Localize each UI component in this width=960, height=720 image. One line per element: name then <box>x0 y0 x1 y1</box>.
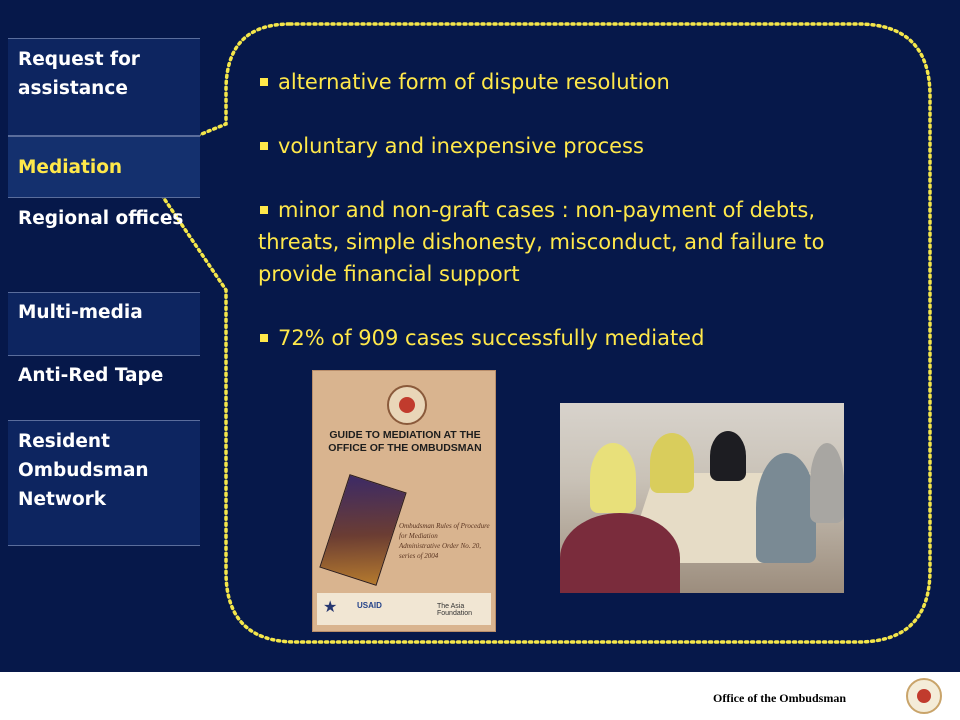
square-bullet-icon <box>260 205 268 214</box>
sidebar-item-label: Mediation <box>18 157 123 178</box>
sidebar-item-label: Regional offices <box>18 208 184 229</box>
sidebar-item-multi-media[interactable]: Multi-media <box>8 292 200 356</box>
sidebar-item-request-for-assistance[interactable]: Request for assistance <box>8 38 200 136</box>
ombudsman-seal-icon <box>387 385 427 425</box>
booklet-illustration <box>319 474 407 586</box>
book-subtitle: Ombudsman Rules of Procedure for Mediati… <box>399 521 493 561</box>
list-item: minor and non-graft cases : non-payment … <box>258 194 878 290</box>
person-figure <box>590 443 636 513</box>
sidebar-item-label: Request for assistance <box>18 49 140 99</box>
footer-organization: Office of the Ombudsman <box>713 691 846 705</box>
square-bullet-icon <box>260 333 268 342</box>
ombudsman-seal-icon <box>906 678 942 714</box>
sidebar-item-resident-ombudsman-network[interactable]: Resident Ombudsman Network <box>8 420 200 546</box>
sidebar-item-anti-red-tape[interactable]: Anti-Red Tape <box>8 356 200 420</box>
person-figure <box>810 443 844 523</box>
slide: Request for assistance Mediation Regiona… <box>8 22 932 644</box>
sidebar-item-label: Multi-media <box>18 302 143 323</box>
bullet-text: alternative form of dispute resolution <box>278 70 670 94</box>
bullet-text: minor and non-graft cases : non-payment … <box>258 198 825 286</box>
list-item: voluntary and inexpensive process <box>258 130 878 162</box>
person-figure <box>756 453 816 563</box>
mediation-meeting-photo <box>560 403 844 593</box>
asia-foundation-logo: The Asia Foundation <box>437 603 473 617</box>
star-logo-icon: ★ <box>323 599 338 616</box>
sidebar-item-label: Anti-Red Tape <box>18 365 164 386</box>
bullet-text: voluntary and inexpensive process <box>278 134 644 158</box>
person-figure <box>710 431 746 481</box>
bullet-list: alternative form of dispute resolution v… <box>258 66 878 386</box>
book-subtitle-text: Ombudsman Rules of Procedure for Mediati… <box>399 522 490 540</box>
usaid-logo: USAID <box>357 601 382 610</box>
book-sponsor-logos: ★ USAID The Asia Foundation <box>317 593 491 625</box>
sidebar-item-regional-offices[interactable]: Regional offices <box>8 198 200 292</box>
sidebar-item-mediation[interactable]: Mediation <box>8 136 200 198</box>
person-figure <box>650 433 694 493</box>
bullet-text: 72% of 909 cases successfully mediated <box>278 326 705 350</box>
book-title: GUIDE TO MEDIATION AT THE OFFICE OF THE … <box>328 429 482 454</box>
person-figure <box>560 513 680 593</box>
square-bullet-icon <box>260 77 268 86</box>
list-item: alternative form of dispute resolution <box>258 66 878 98</box>
mediation-guide-cover-image: GUIDE TO MEDIATION AT THE OFFICE OF THE … <box>312 370 496 632</box>
list-item: 72% of 909 cases successfully mediated <box>258 322 878 354</box>
square-bullet-icon <box>260 141 268 150</box>
sidebar-item-label: Resident Ombudsman Network <box>18 431 149 510</box>
speech-callout-outline <box>135 22 932 644</box>
footer-bar: Office of the Ombudsman <box>0 672 960 720</box>
book-order-note: Administrative Order No. 20, series of 2… <box>399 542 481 560</box>
